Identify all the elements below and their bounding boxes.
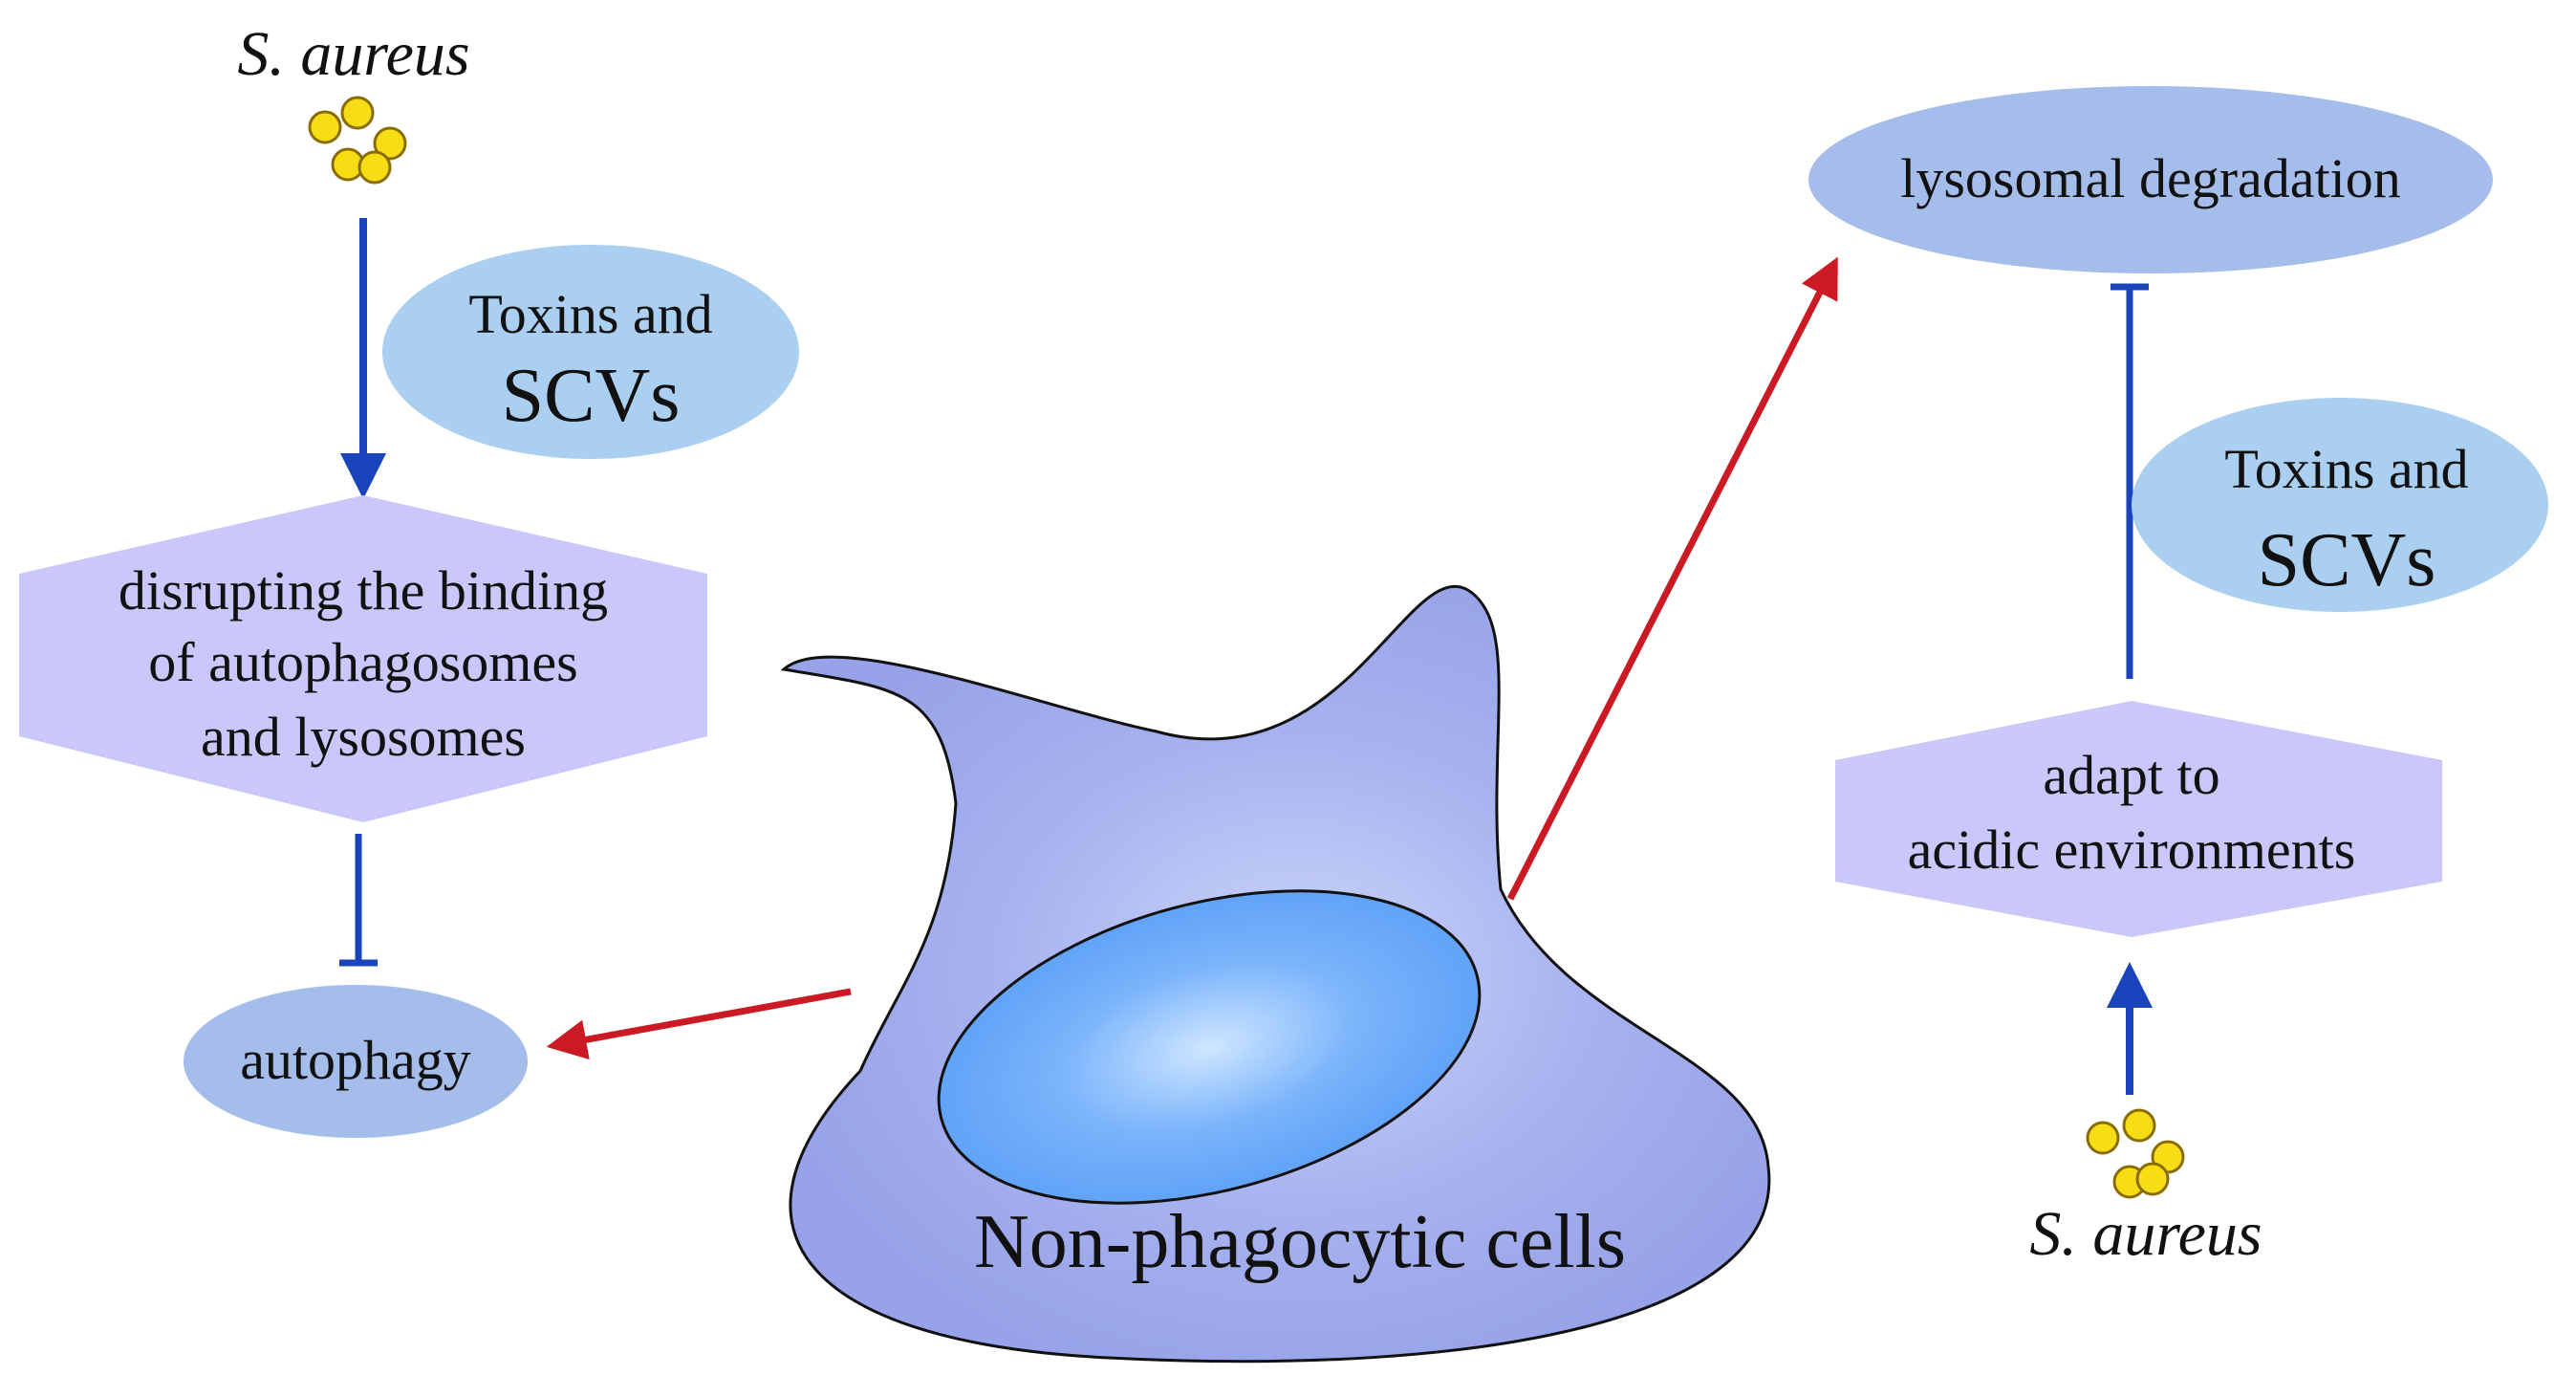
- left-mechanism-line1: disrupting the binding: [119, 559, 608, 622]
- lysosomal-degradation-ellipse: [1808, 86, 2493, 273]
- left-mechanism-hexagon: [19, 495, 707, 822]
- cell-label: Non-phagocytic cells: [974, 1200, 1626, 1284]
- left-species-label: S. aureus: [237, 19, 469, 89]
- autophagy-ellipse: [184, 985, 528, 1138]
- cell-to-autophagy-arrow: [546, 988, 852, 1060]
- right-species-label: S. aureus: [2029, 1199, 2262, 1269]
- left-mechanism-line3: and lysosomes: [201, 706, 526, 768]
- right-bacteria-icon: [2086, 1108, 2185, 1199]
- nucleus: [937, 889, 1482, 1205]
- right-mechanism-line1: adapt to: [2043, 744, 2219, 806]
- right-outcome-label: lysosomal degradation: [1900, 147, 2401, 209]
- left-mechanism-line2: of autophagosomes: [148, 631, 577, 693]
- cell-to-lysosomal-degradation-arrow: [1506, 256, 1838, 901]
- left-factor-ellipse: [382, 245, 799, 459]
- right-factor-line1: Toxins and: [2224, 438, 2468, 500]
- right-factor-ellipse: [2132, 398, 2548, 612]
- right-mechanism-line2: acidic environments: [1908, 818, 2356, 881]
- right-mechanism-hexagon: [1835, 701, 2442, 937]
- left-factor-line1: Toxins and: [468, 283, 712, 345]
- left-bacteria-icon: [308, 96, 407, 185]
- left-outcome-label: autophagy: [240, 1029, 471, 1091]
- left-factor-line2: SCVs: [502, 354, 681, 438]
- right-factor-line2: SCVs: [2258, 518, 2436, 602]
